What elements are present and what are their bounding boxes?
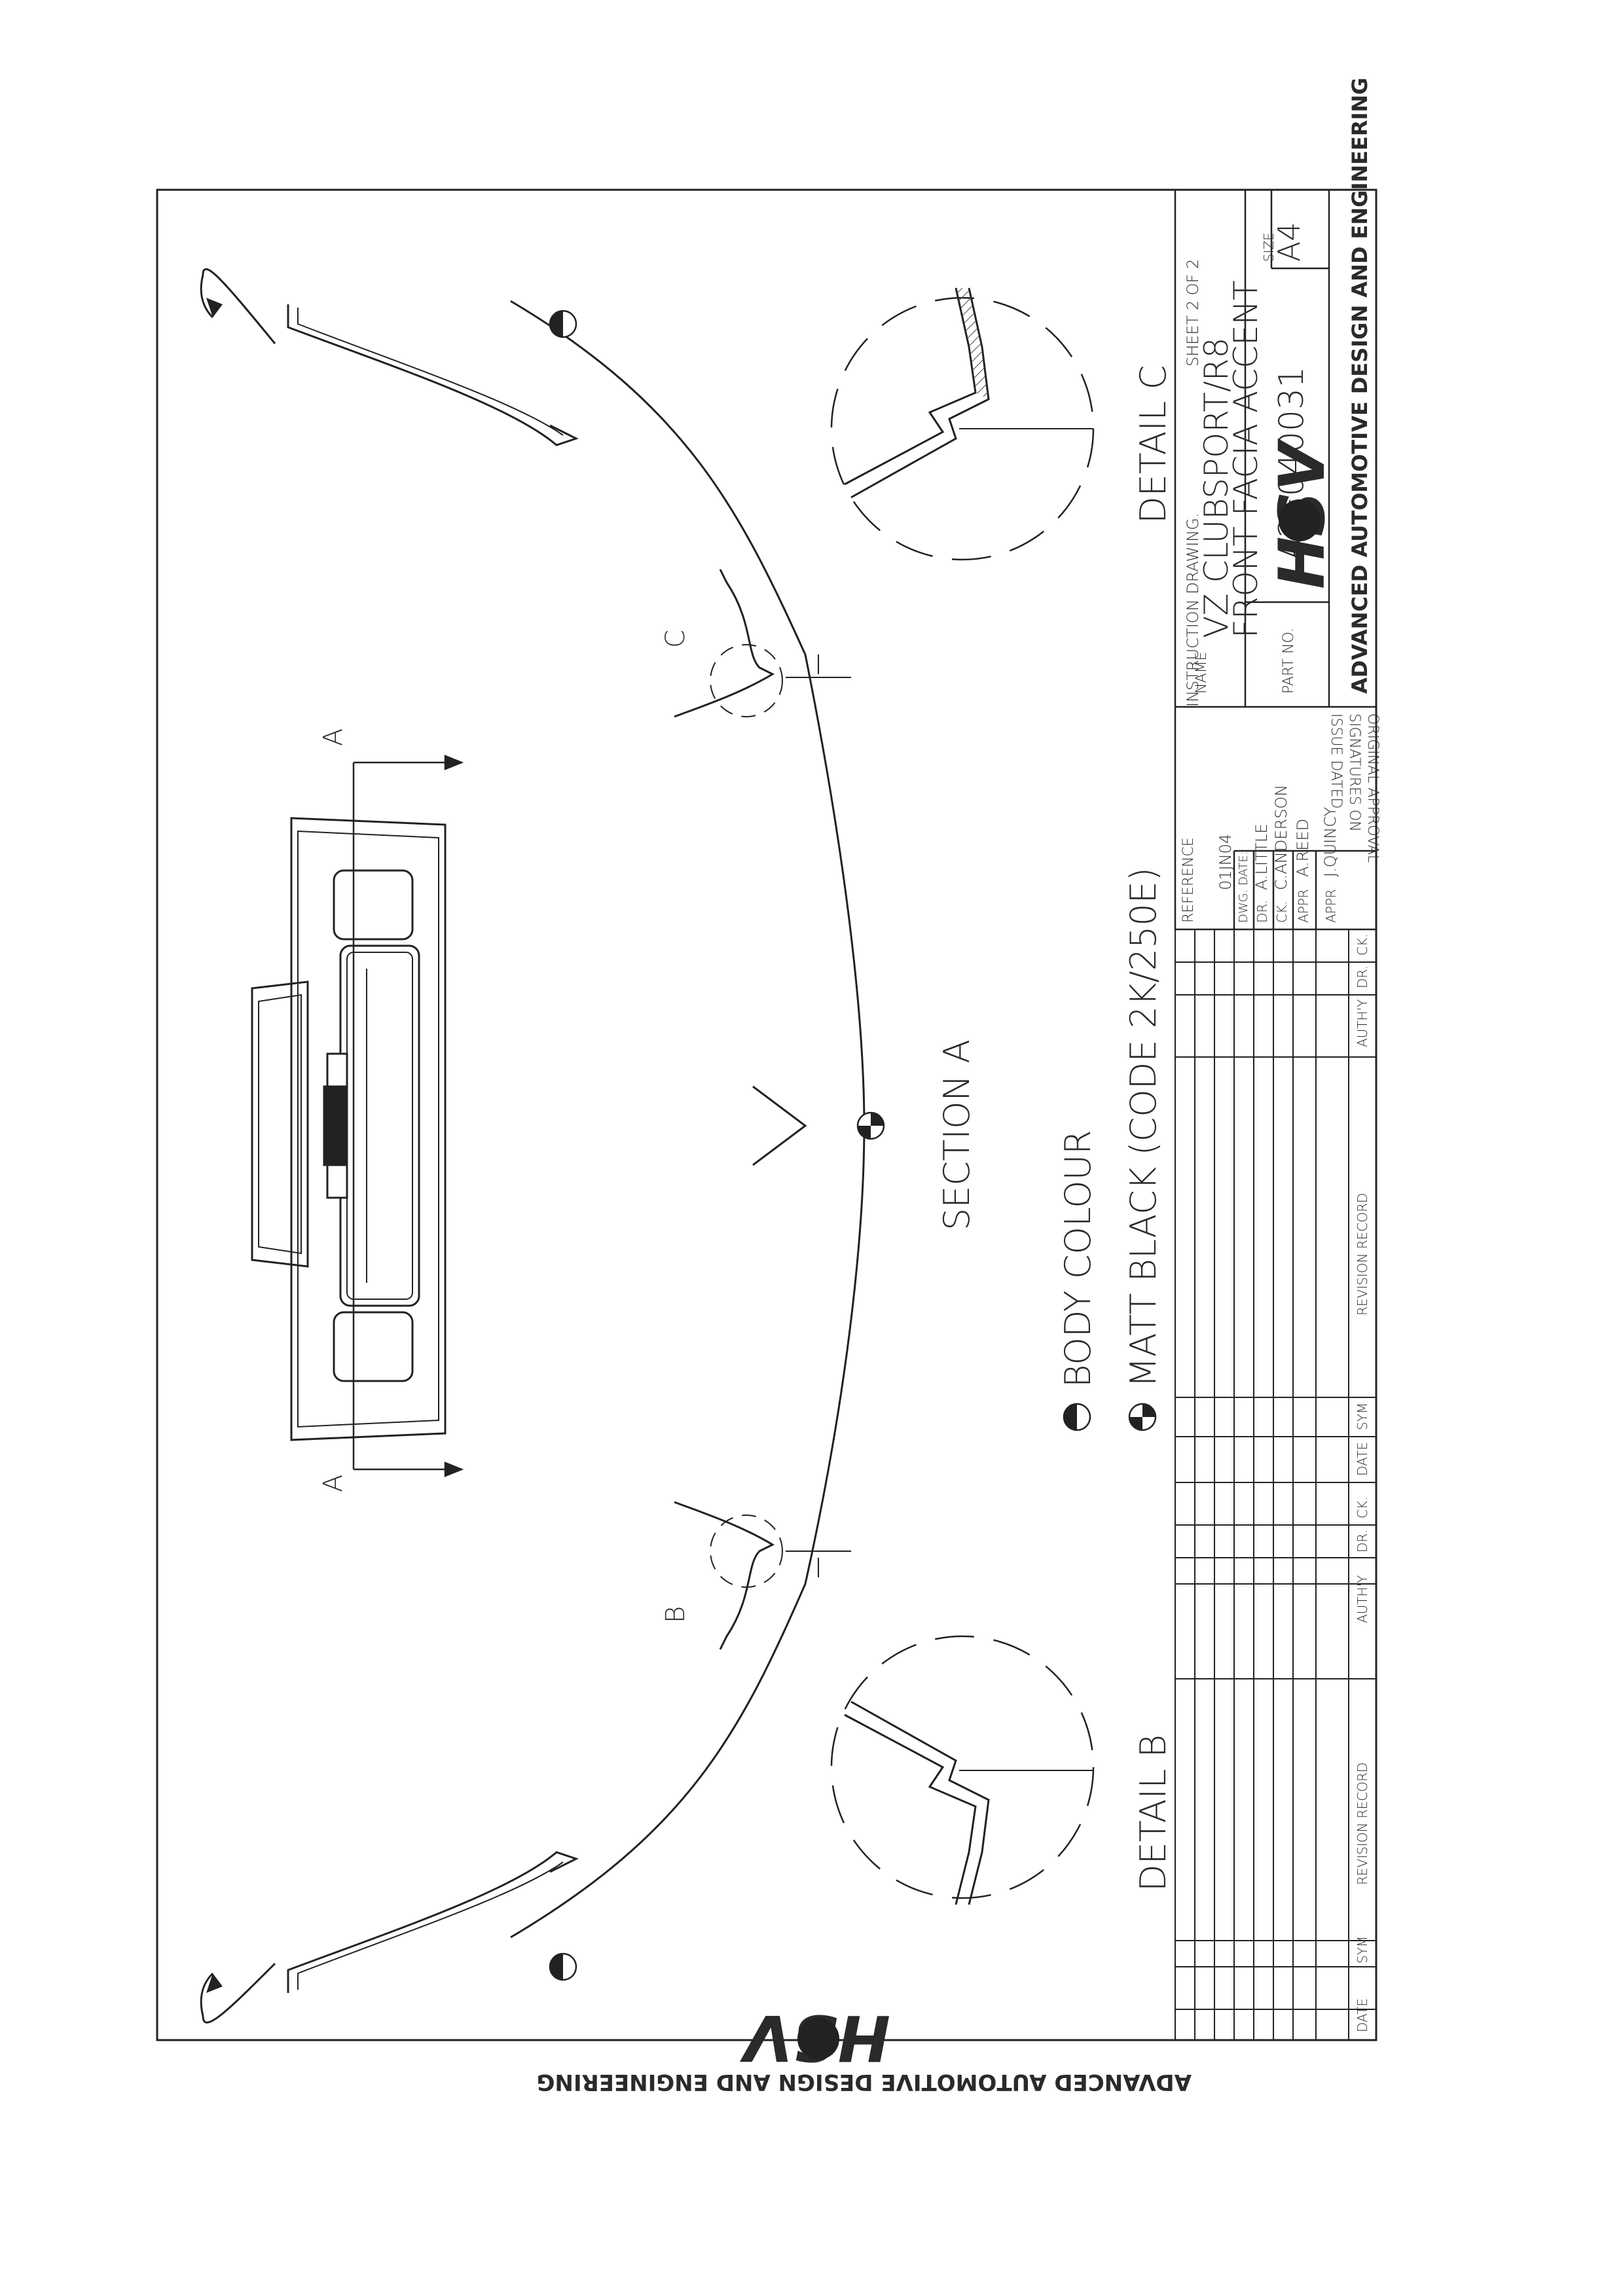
detail-c-profile xyxy=(674,569,775,718)
appr-label-2: APPR xyxy=(1323,889,1339,923)
section-v-shape xyxy=(752,1085,807,1166)
ck-name: C.ANDERSON xyxy=(1272,785,1290,890)
title-header: INSTRUCTION DRAWING. SHEET 2 OF 2 xyxy=(1184,259,1202,707)
appr-label-1: APPR xyxy=(1296,889,1311,923)
detail-c-label: C xyxy=(661,630,691,648)
section-a-label-right: A xyxy=(318,728,348,746)
detail-b-title: DETAIL B xyxy=(1133,1734,1174,1892)
appr-name-1: A.REED xyxy=(1294,819,1312,877)
section-cut-line xyxy=(352,755,464,1477)
title-line-2: FRONT FACIA ACCENT xyxy=(1227,280,1265,638)
bottom-brand: ADVANCED AUTOMOTIVE DESIGN AND ENGINEERI… xyxy=(537,2001,1192,2095)
rev-dr-header-mid: DR. xyxy=(1355,1530,1370,1552)
detail-c-view xyxy=(830,287,1095,561)
half-filled-circle-icon xyxy=(549,1952,577,1981)
detail-b-label: B xyxy=(661,1606,691,1623)
top-curved-arrow xyxy=(200,268,276,344)
quartered-circle-icon xyxy=(856,1111,885,1140)
approval-note-line-1: ORIGINAL APPROVAL xyxy=(1364,713,1381,863)
rev-authy-header-right: AUTH'Y xyxy=(1355,999,1370,1047)
quartered-circle-icon xyxy=(1128,1403,1157,1431)
section-outline-arc xyxy=(510,300,866,1939)
legend-body-colour: BODY COLOUR xyxy=(1057,1130,1099,1388)
reference-label: REFERENCE xyxy=(1180,837,1197,923)
rev-sym-header-mid: SYM xyxy=(1355,1403,1370,1430)
dwg-date: 01JN04 xyxy=(1216,834,1235,890)
section-a-title: SECTION A xyxy=(936,1039,977,1230)
detail-b-profile xyxy=(674,1501,775,1650)
rev-ck-header-mid: CK. xyxy=(1355,1497,1370,1518)
company-name: ADVANCED AUTOMOTIVE DESIGN AND ENGINEERI… xyxy=(1347,77,1372,694)
rev-ck-header-right: CK. xyxy=(1355,934,1370,956)
part-no-label: PART NO. xyxy=(1281,628,1297,694)
size-label: SIZE xyxy=(1261,232,1277,262)
rev-date-header-left: DATE xyxy=(1355,1998,1370,2032)
appr-name-2: J.QUINCY xyxy=(1321,806,1340,877)
ck-label: CK. xyxy=(1274,901,1290,923)
dwg-date-label: DWG. DATE: xyxy=(1237,851,1250,923)
title-header-text: INSTRUCTION DRAWING. xyxy=(1184,513,1202,707)
approval-note: ORIGINAL APPROVAL SIGNATURES ON ISSUE DA… xyxy=(1328,713,1381,863)
detail-c-title: DETAIL C xyxy=(1133,365,1174,524)
rev-authy-header-mid: AUTH'Y xyxy=(1355,1575,1370,1623)
bottom-trim-strip xyxy=(287,1851,579,1993)
dimension-marker-c xyxy=(786,655,851,678)
name-label: NAME xyxy=(1194,652,1210,694)
rev-sym-header-left: SYM xyxy=(1355,1936,1370,1964)
dr-name: A.LITTLE xyxy=(1252,823,1271,890)
title-line-1: VZ CLUBSPORT/R8 xyxy=(1197,338,1235,638)
bottom-hsv-logo xyxy=(797,2018,839,2060)
title-block xyxy=(1174,190,1376,931)
hsv-logo: HSV xyxy=(1266,439,1339,589)
bottom-company-name: ADVANCED AUTOMOTIVE DESIGN AND ENGINEERI… xyxy=(537,2069,1192,2095)
rev-record-label-right: REVISION RECORD xyxy=(1355,1193,1370,1316)
dimension-marker-b xyxy=(786,1551,851,1577)
top-trim-strip xyxy=(287,304,579,446)
approval-note-line-3: ISSUE DATED xyxy=(1328,713,1344,809)
part-number: 1A2F040031 xyxy=(1272,367,1311,583)
dr-label: DR. xyxy=(1254,900,1270,923)
half-filled-circle-icon xyxy=(549,310,577,338)
section-a-label-left: A xyxy=(318,1475,348,1492)
front-facia-view xyxy=(251,817,447,1441)
rev-record-label-left: REVISION RECORD xyxy=(1355,1763,1370,1885)
rev-date-header-mid: DATE xyxy=(1355,1442,1370,1476)
rev-dr-header-right: DR. xyxy=(1355,965,1370,988)
legend-matt-black: MATT BLACK (CODE 2K/250E) xyxy=(1123,867,1164,1388)
detail-b-view xyxy=(830,1635,1095,1905)
sheet-number: SHEET 2 OF 2 xyxy=(1184,259,1202,367)
sheet-border xyxy=(156,188,1377,2041)
detail-c-marker-circle xyxy=(710,644,783,717)
detail-b-marker-circle xyxy=(710,1515,783,1588)
half-filled-circle-icon xyxy=(1063,1403,1091,1431)
legend: BODY COLOUR MATT BLACK (CODE 2K/250E) xyxy=(1057,867,1164,1431)
bottom-curved-arrow xyxy=(200,1962,276,2024)
size-value: A4 xyxy=(1271,222,1307,262)
revision-table xyxy=(1175,929,1376,2040)
approval-note-line-2: SIGNATURES ON xyxy=(1346,713,1362,832)
